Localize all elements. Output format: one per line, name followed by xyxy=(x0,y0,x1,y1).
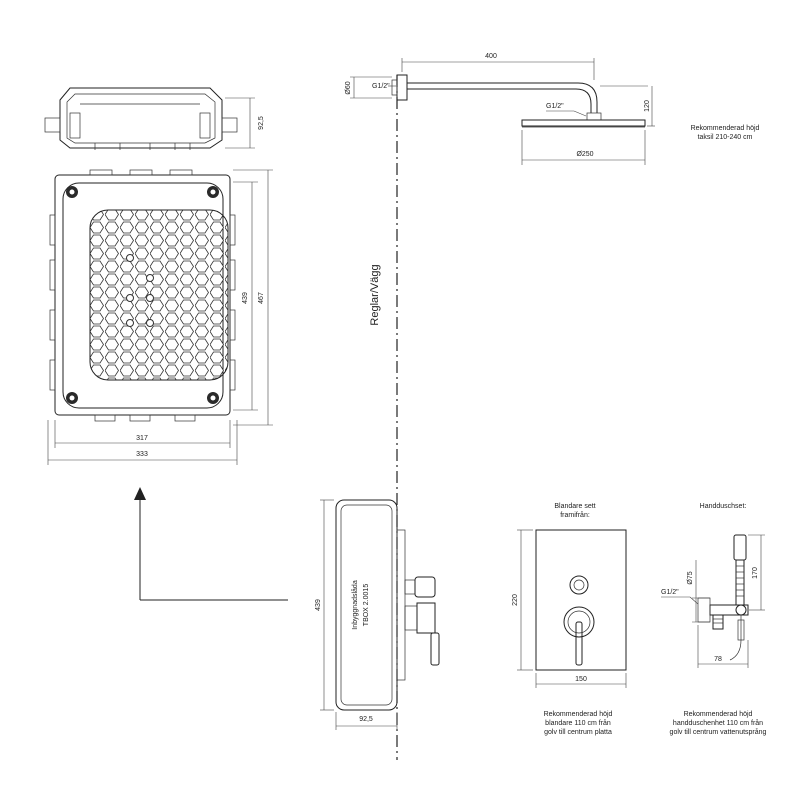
hand-title-label: Handduschset: xyxy=(700,503,747,510)
mixer-width-label: 150 xyxy=(575,676,587,683)
box-height-outer-label: 467 xyxy=(258,292,265,304)
ceiling-note-line2: taksil 210-240 cm xyxy=(698,134,753,141)
mixer-height-label: 220 xyxy=(512,594,519,606)
box-height-inner-label: 439 xyxy=(242,292,249,304)
mixer-front-view: Blandare sett framifrån: 220 150 Rekomme… xyxy=(512,503,627,736)
mixer-note-line1: Rekommenderad höjd xyxy=(544,711,613,718)
hand-note-line3: golv till centrum vattenutsprång xyxy=(670,728,767,736)
mixer-title-line2: framifrån: xyxy=(560,511,590,519)
mixer-title-line1: Blandare sett xyxy=(554,503,595,510)
box-top-view: 92,5 xyxy=(44,87,265,150)
box-name-label: Inbyggnadslåda xyxy=(351,580,359,630)
wall-label: Reglar/Vägg xyxy=(369,264,381,325)
mixer-note-line3: golv till centrum platta xyxy=(544,729,612,736)
hand-thread-label: G1/2" xyxy=(661,589,679,596)
thread-arm-label: G1/2" xyxy=(546,103,564,110)
hand-note-line1: Rekommenderad höjd xyxy=(684,711,753,718)
wall-line: Reglar/Vägg xyxy=(369,75,398,760)
ceiling-note-line1: Rekommenderad höjd xyxy=(691,125,760,132)
side-height-label: 439 xyxy=(315,599,322,611)
direction-arrow xyxy=(134,487,288,601)
box-width-inner-label: 317 xyxy=(136,435,148,442)
box-code-label: TBOX 2.0015 xyxy=(363,584,370,627)
hand-dia-label: Ø75 xyxy=(687,571,694,584)
hand-height-label: 170 xyxy=(752,567,759,579)
arm-length-label: 400 xyxy=(485,53,497,60)
arm-drop-label: 120 xyxy=(644,100,651,112)
hand-note-line2: handduschenhet 110 cm från xyxy=(673,719,763,727)
box-side-view: Inbyggnadslåda TBOX 2.0015 439 92,5 xyxy=(315,499,440,730)
shower-arm-view: 400 Ø60 G1/2" G1/2" 120 Ø250 Rekommender… xyxy=(345,53,760,165)
hand-shower-view: Handduschset: Ø75 G1/2" 78 xyxy=(661,503,767,736)
box-front-view: 439 467 317 333 xyxy=(47,169,273,465)
side-depth-label: 92,5 xyxy=(359,716,373,723)
pipe-dia-label: Ø60 xyxy=(345,81,352,94)
head-dia-label: Ø250 xyxy=(576,151,593,158)
thread-top-label: G1/2" xyxy=(372,83,390,90)
hand-width-label: 78 xyxy=(714,656,722,663)
box-depth-label: 92,5 xyxy=(258,116,265,130)
mixer-note-line2: blandare 110 cm från xyxy=(545,719,611,727)
box-width-outer-label: 333 xyxy=(136,451,148,458)
